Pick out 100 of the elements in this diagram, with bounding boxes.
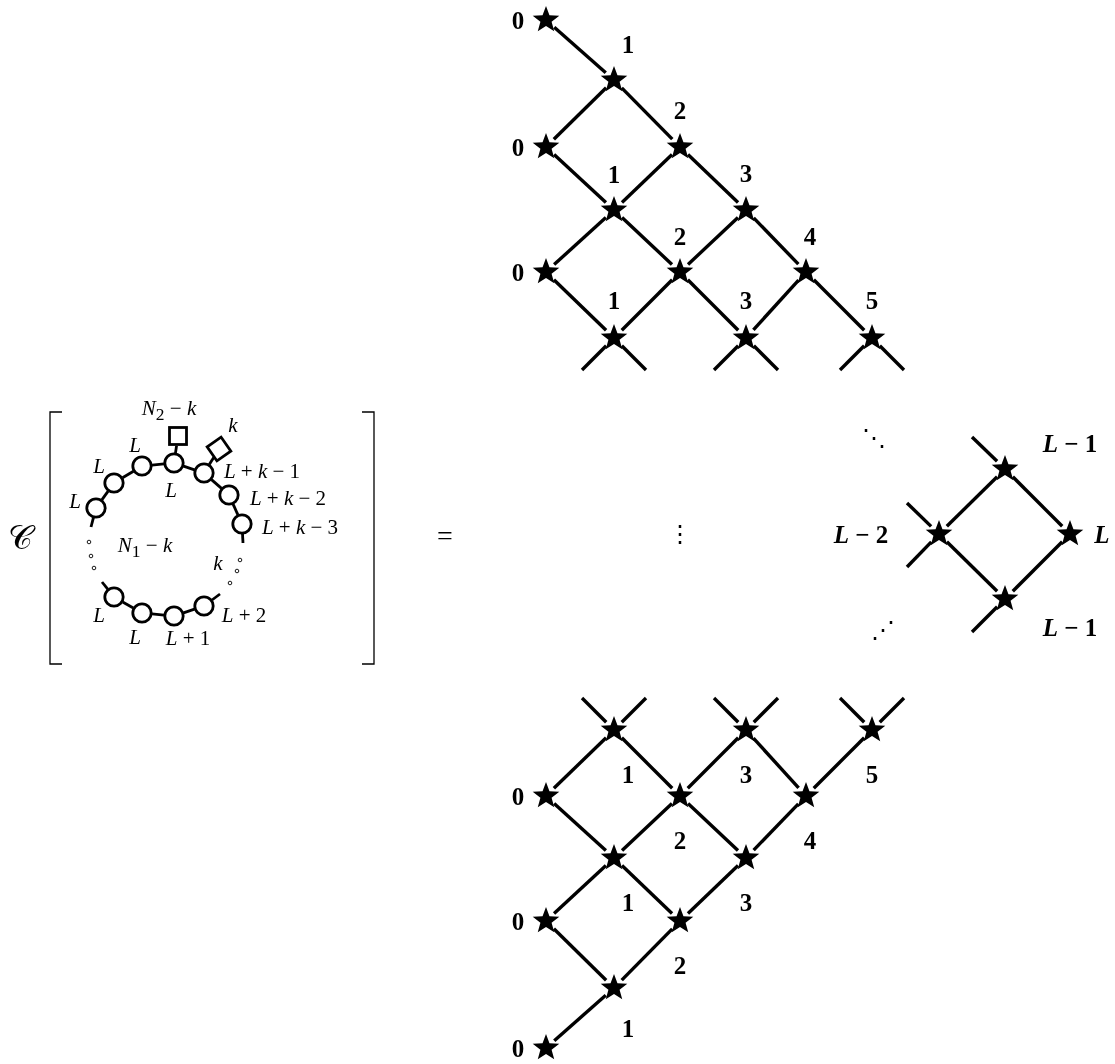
vertex-label: 0	[511, 908, 525, 934]
edge-line	[945, 540, 999, 593]
vertex-label: 1	[607, 161, 621, 187]
line-stub	[580, 696, 608, 724]
edge-line	[752, 216, 800, 266]
star-vertex	[666, 258, 694, 286]
rank-label: L + 1	[165, 627, 211, 649]
star-vertex	[600, 66, 628, 94]
edge-line	[151, 612, 165, 617]
edge-line	[620, 864, 674, 915]
star-vertex	[991, 585, 1019, 613]
star-vertex	[532, 6, 560, 34]
edge-line	[552, 86, 608, 141]
star-vertex	[732, 196, 760, 224]
edge-line	[620, 86, 674, 141]
vertex-label: 2	[673, 223, 687, 249]
edge-line	[151, 462, 165, 467]
edge-line	[686, 736, 740, 790]
rank-label: L	[93, 455, 105, 477]
line-stub	[970, 435, 999, 463]
equals-sign: =	[437, 522, 453, 550]
edge-line	[553, 26, 607, 74]
star-vertex	[600, 324, 628, 352]
vertex-label: 1	[621, 1015, 635, 1041]
line-stub	[752, 344, 780, 372]
rank-label: N$_{2}$ − k	[141, 398, 197, 424]
gauge-node-circle	[218, 484, 240, 506]
vertex-label: 1	[621, 889, 635, 915]
gauge-node-circle	[131, 602, 153, 624]
star-vertex	[666, 907, 694, 935]
line-stub	[241, 533, 245, 544]
vertex-label: 3	[739, 160, 753, 186]
ellipsis: ⋰	[871, 618, 895, 642]
edge-line	[553, 994, 607, 1042]
vertex-label: 2	[673, 97, 687, 123]
edge-line	[553, 802, 607, 852]
vertex-label: 2	[673, 952, 687, 978]
edge-line	[552, 736, 608, 790]
edge-line	[620, 927, 674, 982]
line-stub	[905, 501, 933, 528]
edge-line	[183, 607, 195, 615]
edge-line	[945, 475, 999, 528]
edge-line	[686, 802, 740, 852]
edge-line	[686, 864, 740, 915]
vertex-label: 5	[865, 761, 879, 787]
line-stub	[878, 344, 906, 372]
edge-line	[174, 445, 178, 454]
edge-line	[1011, 540, 1064, 593]
star-vertex	[532, 133, 560, 161]
flavour-node-square	[166, 424, 190, 448]
vertex-label: 0	[511, 259, 525, 285]
rank-label: L + k − 1	[223, 460, 301, 482]
rank-label: N$_{1}$ − k	[117, 535, 173, 561]
vertex-label: 5	[865, 287, 879, 313]
vertex-label: 1	[607, 287, 621, 313]
gauge-node-circle	[231, 513, 253, 535]
star-vertex	[600, 844, 628, 872]
gauge-node-circle	[85, 497, 107, 519]
rank-label: L + k − 2	[249, 487, 327, 509]
edge-line	[183, 464, 195, 472]
vertex-label: 4	[803, 827, 817, 853]
edge-line	[752, 279, 800, 331]
edge-line	[210, 478, 223, 490]
ellipsis: ⋱	[862, 426, 886, 450]
line-stub	[211, 592, 221, 602]
edge-line	[752, 802, 800, 852]
gauge-node-circle	[131, 455, 153, 477]
rank-label: L + 2	[221, 604, 267, 626]
vertex-label: 0	[511, 1035, 525, 1061]
line-stub	[620, 696, 648, 724]
edge-line	[686, 278, 740, 332]
edge-line	[620, 736, 674, 790]
star-vertex	[792, 258, 820, 286]
star-vertex	[732, 844, 760, 872]
line-stub	[878, 696, 906, 724]
line-stub	[838, 344, 866, 372]
vertex-label: 2	[673, 827, 687, 853]
star-vertex	[858, 324, 886, 352]
line-stub	[712, 344, 740, 372]
line-stub	[752, 696, 780, 724]
star-vertex	[600, 716, 628, 744]
edge-line	[1011, 475, 1064, 528]
vertex-label: 0	[511, 7, 525, 33]
vertex-label: 4	[803, 223, 817, 249]
rank-label: k	[213, 552, 223, 574]
line-stub	[712, 696, 740, 724]
edge-line	[552, 927, 608, 982]
vertex-label: L	[1094, 521, 1110, 547]
vertex-label: 3	[739, 761, 753, 787]
star-vertex	[532, 1034, 560, 1062]
edge-line	[812, 736, 866, 790]
line-stub	[580, 344, 608, 372]
edge-line	[552, 153, 608, 204]
ellipsis: ⋮	[668, 522, 692, 546]
star-vertex	[732, 324, 760, 352]
star-vertex	[732, 716, 760, 744]
star-vertex	[991, 455, 1019, 483]
star-vertex	[666, 782, 694, 810]
star-vertex	[1056, 520, 1084, 548]
star-vertex	[600, 974, 628, 1002]
